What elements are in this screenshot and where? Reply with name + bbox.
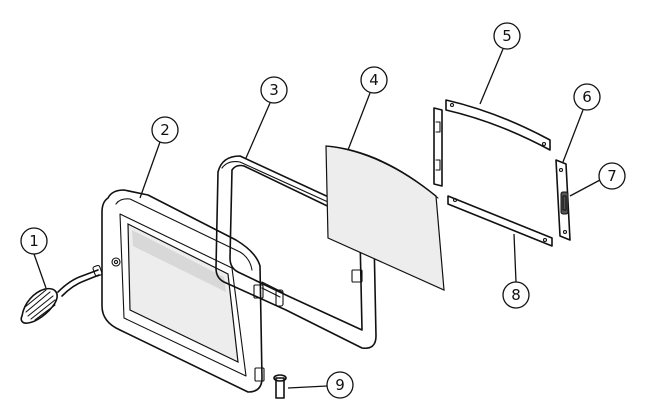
part-4-glass-panel [325,145,445,291]
callout-2-label: 2 [160,121,170,139]
part-7-latch [560,191,569,215]
callout-6: 6 [573,83,601,111]
part-2-door-frame [101,189,265,393]
callout-7-label: 7 [607,167,617,185]
leader-5 [479,48,504,105]
leader-lines [33,48,601,389]
leader-2 [139,141,161,199]
callout-3-label: 3 [269,81,279,99]
callout-8-label: 8 [511,286,521,304]
callout-4-label: 4 [369,71,379,89]
leader-4 [347,92,371,151]
leader-6 [562,109,584,163]
leader-1 [33,253,47,289]
callout-7: 7 [598,162,626,190]
leader-7 [569,179,601,197]
part-5-top-retainer [433,99,551,187]
callout-9: 9 [326,371,354,399]
callout-8: 8 [502,281,530,309]
part-6-side-retainer [555,159,571,241]
callout-6-label: 6 [582,88,592,106]
part-9-pin [273,374,287,399]
leader-3 [245,102,271,159]
leader-8 [513,233,517,283]
callout-2: 2 [151,116,179,144]
leader-9 [287,385,328,389]
callout-4: 4 [360,66,388,94]
callout-5: 5 [493,22,521,50]
callout-3: 3 [260,76,288,104]
part-8-bottom-retainer [447,195,553,247]
part-1-handle [20,264,103,324]
callout-5-label: 5 [502,27,512,45]
callout-1: 1 [20,227,48,255]
callout-9-label: 9 [335,376,345,394]
callout-1-label: 1 [29,232,39,250]
